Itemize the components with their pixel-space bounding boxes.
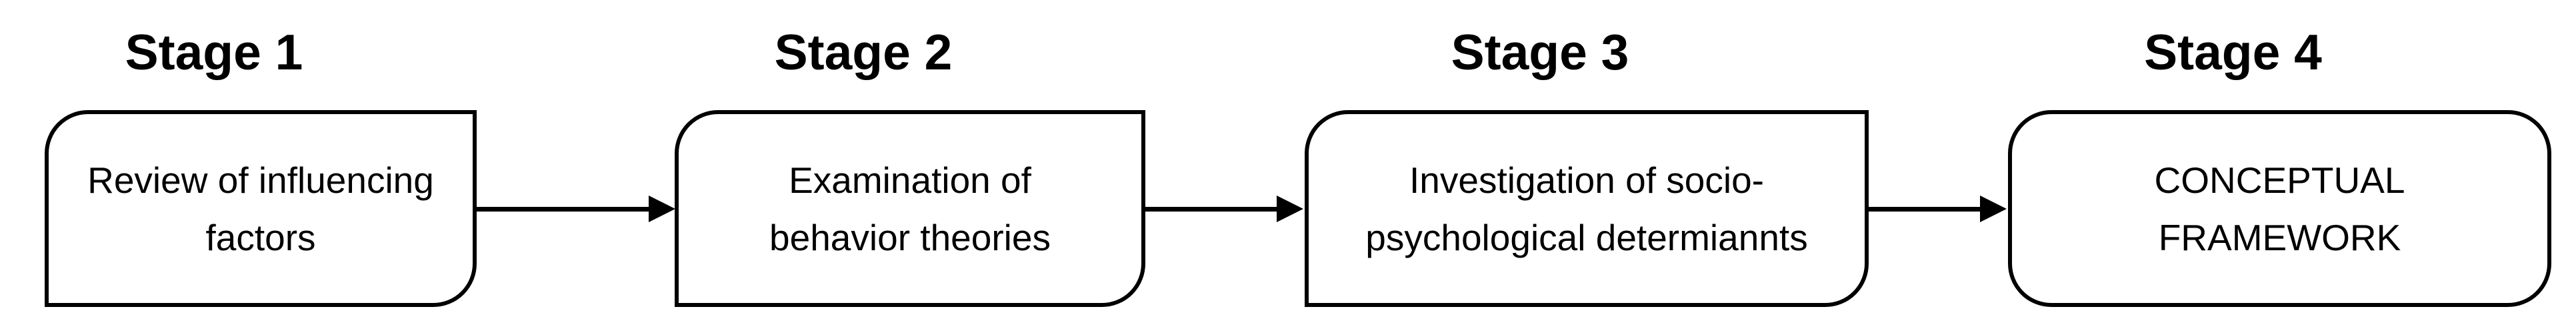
stage-3-text-line-2: psychological determiannts [1365, 216, 1808, 258]
arrow-1-shaft [477, 207, 649, 212]
stage-1-text-line-2: factors [205, 216, 316, 258]
stage-4-box: CONCEPTUAL FRAMEWORK [2008, 110, 2551, 307]
stage-1-text-line-1: Review of influencing [87, 159, 434, 201]
stage-2-title: Stage 2 [774, 24, 953, 80]
stage-1-title: Stage 1 [125, 24, 303, 80]
arrow-1-head-icon [649, 196, 675, 222]
stage-4-text-line-2: FRAMEWORK [2158, 216, 2401, 258]
arrow-3-shaft [1869, 207, 1980, 212]
arrow-3-head-icon [1980, 196, 2007, 222]
stage-4-title: Stage 4 [2144, 24, 2322, 80]
arrow-2-shaft [1145, 207, 1277, 212]
stage-3-box: Investigation of socio- psychological de… [1305, 110, 1869, 307]
stage-4-text-line-1: CONCEPTUAL [2154, 159, 2405, 201]
stage-3-title: Stage 3 [1451, 24, 1629, 80]
stage-3-text-line-1: Investigation of socio- [1409, 159, 1764, 201]
stage-2-text-line-2: behavior theories [769, 216, 1051, 258]
stage-2-box: Examination of behavior theories [675, 110, 1145, 307]
arrow-2-head-icon [1277, 196, 1303, 222]
stage-1-box: Review of influencing factors [45, 110, 477, 307]
stage-2-text-line-1: Examination of [789, 159, 1031, 201]
